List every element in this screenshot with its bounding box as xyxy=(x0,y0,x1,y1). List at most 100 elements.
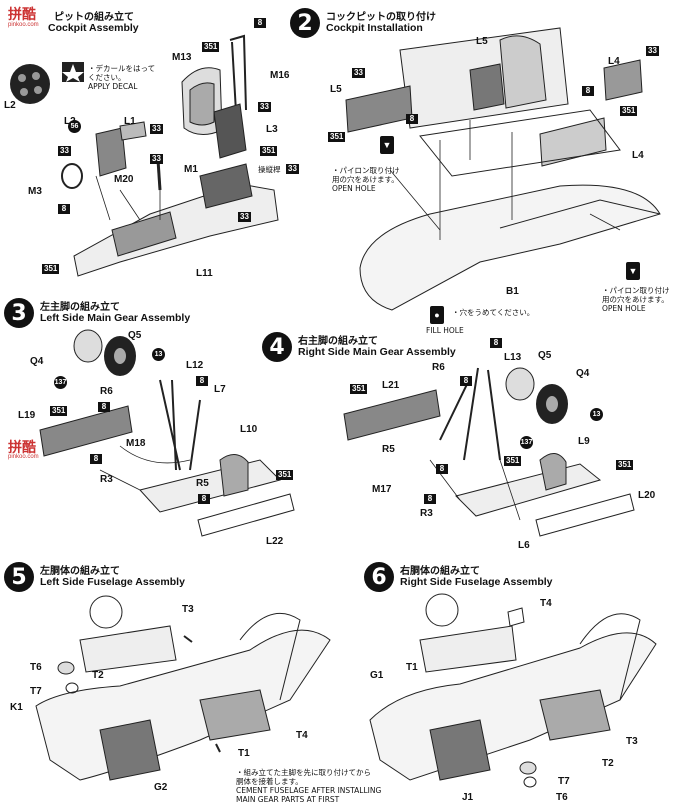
paint-code-351: 351 xyxy=(328,132,346,142)
part-label-L19: L19 xyxy=(18,410,36,421)
part-label-L1: L1 xyxy=(124,116,136,127)
part-label-R3: R3 xyxy=(420,508,433,519)
part-label-L11: L11 xyxy=(196,268,213,279)
step-5-title-jp: 左胴体の組み立て xyxy=(40,566,120,577)
part-label-L13: L13 xyxy=(504,352,522,363)
part-label-L21: L21 xyxy=(382,380,400,391)
part-label-M20: M20 xyxy=(114,174,134,185)
part-label-M16: M16 xyxy=(270,70,290,81)
paint-code-33: 33 xyxy=(646,46,659,56)
part-label-T6: T6 xyxy=(30,662,42,673)
step-3-title-en: Left Side Main Gear Assembly xyxy=(40,312,191,324)
watermark-url-2: pinkoo.com xyxy=(8,454,39,460)
part-label-L7: L7 xyxy=(214,384,226,395)
part-label-L5-b: L5 xyxy=(330,84,342,95)
paint-code-351: 351 xyxy=(616,460,634,470)
paint-code-351: 351 xyxy=(276,470,294,480)
paint-code-33: 33 xyxy=(286,164,299,174)
paint-code-8: 8 xyxy=(490,338,502,348)
part-label-M3: M3 xyxy=(28,186,42,197)
part-label-B1: B1 xyxy=(506,286,519,297)
paint-code-351: 351 xyxy=(42,264,60,274)
part-label-L5: L5 xyxy=(476,36,488,47)
paint-code-8: 8 xyxy=(424,494,436,504)
part-label-G2: G2 xyxy=(154,782,168,793)
part-label-L3: L3 xyxy=(266,124,278,135)
paint-code-8: 8 xyxy=(436,464,448,474)
part-label-R5: R5 xyxy=(196,478,209,489)
step-6-title-jp: 右胴体の組み立て xyxy=(400,566,480,577)
step-2-title-en: Cockpit Installation xyxy=(326,22,423,34)
part-label-T7: T7 xyxy=(30,686,42,697)
control-stick-label: 操縦桿 xyxy=(258,165,281,174)
part-label-Q4: Q4 xyxy=(30,356,44,367)
step-2-title-jp: コックピットの取り付け xyxy=(326,12,436,23)
part-label-K1: K1 xyxy=(10,702,23,713)
fill-hole-icon: ● xyxy=(430,306,444,324)
open-hole-note-2: ・パイロン取り付け用の穴をあけます。OPEN HOLE xyxy=(602,286,670,313)
part-label-T6: T6 xyxy=(556,792,568,803)
paint-code-351: 351 xyxy=(50,406,68,416)
part-label-Q5: Q5 xyxy=(128,330,142,341)
part-label-T4: T4 xyxy=(540,598,552,609)
part-label-L9: L9 xyxy=(578,436,590,447)
part-label-T1: T1 xyxy=(406,662,418,673)
paint-code-33: 33 xyxy=(258,102,271,112)
part-label-L22: L22 xyxy=(266,536,284,547)
part-label-L10: L10 xyxy=(240,424,258,435)
part-label-T4: T4 xyxy=(296,730,308,741)
part-label-L2: L2 xyxy=(4,100,16,111)
step-6-number: 6 xyxy=(364,562,394,592)
step-3-title-jp: 左主脚の組み立て xyxy=(40,302,120,313)
paint-code-8: 8 xyxy=(460,376,472,386)
part-label-Q4: Q4 xyxy=(576,368,590,379)
paint-code-33: 33 xyxy=(238,212,251,222)
step-1-title-en: Cockpit Assembly xyxy=(48,22,139,34)
step-4-number: 4 xyxy=(262,332,292,362)
part-label-L12: L12 xyxy=(186,360,204,371)
step-4-title-en: Right Side Main Gear Assembly xyxy=(298,346,456,358)
fill-hole-note-en: FILL HOLE xyxy=(426,326,464,335)
step-5-title-en: Left Side Fuselage Assembly xyxy=(40,576,185,588)
step-3-number: 3 xyxy=(4,298,34,328)
step-5-number: 5 xyxy=(4,562,34,592)
part-label-L6: L6 xyxy=(518,540,530,551)
watermark-logo-2: 拼酷 xyxy=(8,439,36,455)
part-label-J1: J1 xyxy=(462,792,474,803)
paint-code-8: 8 xyxy=(196,376,208,386)
part-label-T1: T1 xyxy=(238,748,250,759)
paint-code-8: 8 xyxy=(254,18,266,28)
paint-code-137: 137 xyxy=(520,436,533,449)
watermark-url: pinkoo.com xyxy=(8,22,39,28)
paint-code-33: 33 xyxy=(150,154,163,164)
paint-code-8: 8 xyxy=(90,454,102,464)
open-hole-note-1: ・パイロン取り付け用の穴をあけます。OPEN HOLE xyxy=(332,166,400,193)
part-label-M1: M1 xyxy=(184,164,198,175)
part-label-Q5: Q5 xyxy=(538,350,552,361)
paint-code-33: 33 xyxy=(150,124,163,134)
part-label-L4: L4 xyxy=(608,56,620,67)
part-label-L20: L20 xyxy=(638,490,656,501)
cement-note: ・組み立てた主脚を先に取り付けてから胴体を接着します。 CEMENT FUSEL… xyxy=(236,768,382,804)
part-label-R6: R6 xyxy=(100,386,113,397)
step-1-title-jp: ピットの組み立て xyxy=(54,12,134,23)
paint-code-56: 56 xyxy=(68,120,81,133)
part-label-T3: T3 xyxy=(182,604,194,615)
step-6-title-en: Right Side Fuselage Assembly xyxy=(400,576,553,588)
step-2-number: 2 xyxy=(290,8,320,38)
paint-code-13: 13 xyxy=(590,408,603,421)
part-label-T2: T2 xyxy=(92,670,104,681)
step-4-title-jp: 右主脚の組み立て xyxy=(298,336,378,347)
part-label-T3: T3 xyxy=(626,736,638,747)
drill-icon: ▼ xyxy=(380,136,394,154)
paint-code-33: 33 xyxy=(58,146,71,156)
part-label-M18: M18 xyxy=(126,438,146,449)
part-label-T2: T2 xyxy=(602,758,614,769)
paint-code-137: 137 xyxy=(54,376,67,389)
part-label-R5: R5 xyxy=(382,444,395,455)
drill-icon: ▼ xyxy=(626,262,640,280)
